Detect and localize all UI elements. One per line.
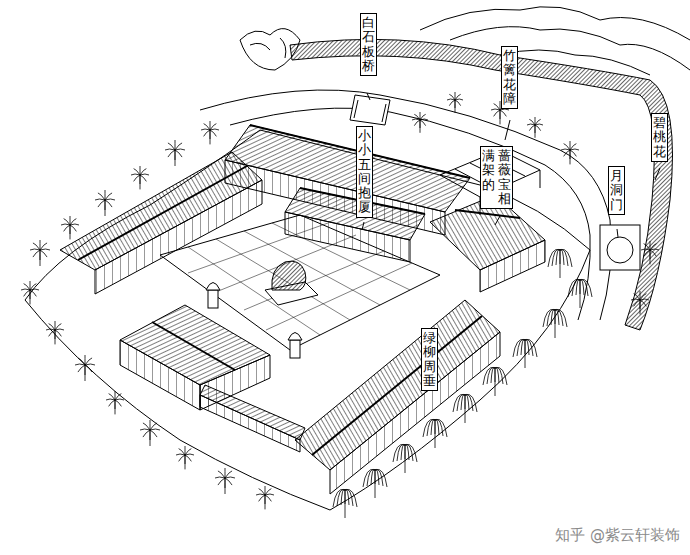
tree: [641, 241, 659, 264]
label-box: 蔷薇宝相 满架的: [480, 146, 513, 209]
watermark: 知乎 @紫云轩装饰: [555, 526, 680, 545]
label-box: 碧桃花: [651, 113, 668, 162]
tree: [140, 420, 160, 446]
tree: [201, 121, 219, 144]
tree: [176, 446, 194, 469]
vertical-label: 小小五间抱厦: [358, 129, 371, 215]
tree: [561, 141, 579, 164]
willow-tree: [363, 469, 387, 498]
vertical-label: 绿柳周垂: [423, 331, 436, 388]
willow-tree: [543, 309, 567, 338]
tree: [131, 166, 149, 189]
willow-tree: [453, 394, 477, 423]
willow-tree: [483, 367, 507, 396]
label-box: 白石板桥: [360, 13, 377, 76]
label-box: 竹篱花障: [501, 46, 518, 109]
tree: [256, 486, 274, 509]
vertical-label: 白石板桥: [362, 16, 375, 73]
willow-tree: [513, 339, 537, 368]
vertical-label: 碧桃花: [653, 116, 666, 159]
willow-tree: [333, 489, 357, 518]
willow-tree: [393, 444, 417, 473]
tree: [21, 281, 39, 304]
label-box: 小小五间抱厦: [356, 126, 373, 218]
tree: [527, 117, 543, 138]
willow-tree: [548, 249, 572, 278]
tree: [75, 355, 95, 381]
tree: [95, 190, 115, 216]
tree: [412, 112, 428, 133]
willow-tree: [568, 279, 592, 308]
vertical-label: 月洞门: [610, 169, 623, 212]
vertical-label: 竹篱花障: [503, 49, 516, 106]
vertical-label: 蔷薇宝相 满架的: [482, 149, 511, 206]
tree: [447, 92, 463, 113]
tree: [46, 321, 64, 344]
tree: [631, 291, 649, 314]
label-box: 绿柳周垂: [421, 328, 438, 391]
tree: [215, 468, 235, 494]
tree: [106, 391, 124, 414]
tree: [165, 140, 185, 166]
tree: [30, 240, 50, 266]
willow-tree: [423, 419, 447, 448]
label-box: 月洞门: [608, 166, 625, 215]
tree: [61, 216, 79, 239]
